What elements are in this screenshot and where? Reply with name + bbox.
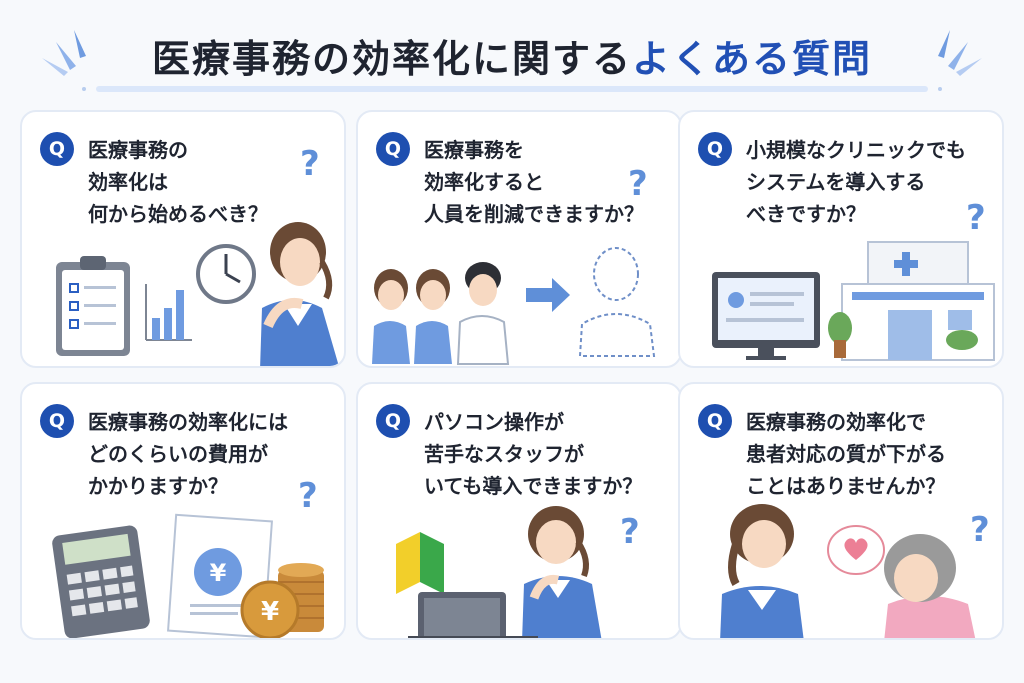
faq-card-5[interactable]: Q パソコン操作が 苦手なスタッフが いても導入できますか？ ? bbox=[356, 382, 682, 640]
question-mark-icon: ? bbox=[620, 512, 640, 552]
accent-burst-icon bbox=[938, 30, 982, 76]
question-text: 医療事務の効率化で 患者対応の質が下がる ことはありませんか？ bbox=[746, 406, 996, 502]
question-line: 人員を削減できますか？ bbox=[424, 202, 644, 226]
question-line: どのくらいの費用が bbox=[88, 442, 268, 466]
illustration bbox=[372, 247, 656, 365]
illustration bbox=[56, 222, 339, 366]
svg-text:¥: ¥ bbox=[210, 559, 227, 587]
title-underline bbox=[82, 86, 942, 92]
heart-speech-bubble-icon bbox=[827, 525, 885, 575]
illustration bbox=[720, 504, 976, 638]
question-line: 医療事務の効率化には bbox=[88, 410, 288, 434]
faq-card-3[interactable]: Q 小規模なクリニックでも システムを導入する べきですか？ ? bbox=[678, 110, 1004, 368]
computer-monitor-icon bbox=[712, 272, 820, 360]
question-mark-icon: ? bbox=[970, 510, 990, 550]
clinic-building-icon bbox=[828, 241, 995, 361]
question-text: 医療事務の 効率化は 何から始めるべき？ bbox=[88, 134, 338, 230]
faq-card-6[interactable]: Q 医療事務の効率化で 患者対応の質が下がる ことはありませんか？ ? bbox=[678, 382, 1004, 640]
thinking-staff-icon bbox=[522, 506, 602, 638]
laptop-icon bbox=[408, 592, 538, 638]
page-title: 医療事務の効率化に関するよくある質問 bbox=[0, 28, 1024, 83]
question-line: パソコン操作が bbox=[424, 410, 564, 434]
question-text: 医療事務の効率化には どのくらいの費用が かかりますか？ bbox=[88, 406, 338, 502]
question-line: 効率化は bbox=[88, 170, 168, 194]
question-line: 何から始めるべき？ bbox=[88, 202, 268, 226]
question-line: 患者対応の質が下がる bbox=[746, 442, 946, 466]
q-badge: Q bbox=[40, 132, 74, 166]
elderly-patient-icon bbox=[884, 534, 976, 638]
question-text: 医療事務を 効率化すると 人員を削減できますか？ bbox=[424, 134, 674, 230]
thinking-staff-icon bbox=[260, 222, 339, 366]
header: 医療事務の効率化に関するよくある質問 bbox=[0, 0, 1024, 100]
q-badge: Q bbox=[698, 404, 732, 438]
question-line: 医療事務を bbox=[424, 138, 524, 162]
q-badge: Q bbox=[698, 132, 732, 166]
question-line: いても導入できますか？ bbox=[424, 474, 643, 498]
faq-card-4[interactable]: Q 医療事務の効率化には どのくらいの費用が かかりますか？ ? ¥ bbox=[20, 382, 346, 640]
question-line: 小規模なクリニックでも bbox=[746, 138, 966, 162]
q-badge: Q bbox=[376, 404, 410, 438]
empty-person-outline-icon bbox=[578, 247, 656, 357]
accent-burst-icon bbox=[42, 30, 86, 76]
question-line: 医療事務の効率化で bbox=[746, 410, 926, 434]
question-line: 苦手なスタッフが bbox=[424, 442, 584, 466]
illustration bbox=[712, 241, 995, 361]
question-line: システムを導入する bbox=[746, 170, 926, 194]
faq-card-1[interactable]: Q 医療事務の 効率化は 何から始めるべき？ ? bbox=[20, 110, 346, 368]
beginner-mark-icon bbox=[396, 532, 444, 594]
question-line: ことはありませんか？ bbox=[746, 474, 946, 498]
clipboard-checklist-icon bbox=[56, 256, 130, 356]
question-mark-icon: ? bbox=[300, 144, 320, 184]
illustration bbox=[396, 506, 602, 638]
question-line: かかりますか？ bbox=[88, 474, 228, 498]
question-mark-icon: ? bbox=[966, 198, 986, 238]
illustration: ¥ ¥ bbox=[52, 513, 324, 638]
question-text: パソコン操作が 苦手なスタッフが いても導入できますか？ bbox=[424, 406, 674, 502]
clock-icon bbox=[196, 244, 256, 304]
q-badge: Q bbox=[40, 404, 74, 438]
title-main: 医療事務の効率化に関する bbox=[151, 37, 632, 81]
arrow-right-icon bbox=[526, 278, 570, 312]
bar-chart-icon bbox=[145, 284, 192, 341]
question-line: べきですか？ bbox=[746, 202, 866, 226]
title-highlight: よくある質問 bbox=[632, 37, 873, 81]
smiling-staff-icon bbox=[720, 504, 804, 638]
svg-text:¥: ¥ bbox=[261, 597, 279, 627]
yen-coin-icon: ¥ bbox=[240, 580, 300, 638]
question-line: 効率化すると bbox=[424, 170, 544, 194]
question-mark-icon: ? bbox=[628, 164, 648, 204]
faq-card-2[interactable]: Q 医療事務を 効率化すると 人員を削減できますか？ ? bbox=[356, 110, 682, 368]
question-text: 小規模なクリニックでも システムを導入する べきですか？ bbox=[746, 134, 996, 230]
question-mark-icon: ? bbox=[298, 476, 318, 516]
question-line: 医療事務の bbox=[88, 138, 188, 162]
q-badge: Q bbox=[376, 132, 410, 166]
calculator-icon bbox=[52, 525, 150, 638]
staff-group-icon bbox=[372, 262, 510, 365]
